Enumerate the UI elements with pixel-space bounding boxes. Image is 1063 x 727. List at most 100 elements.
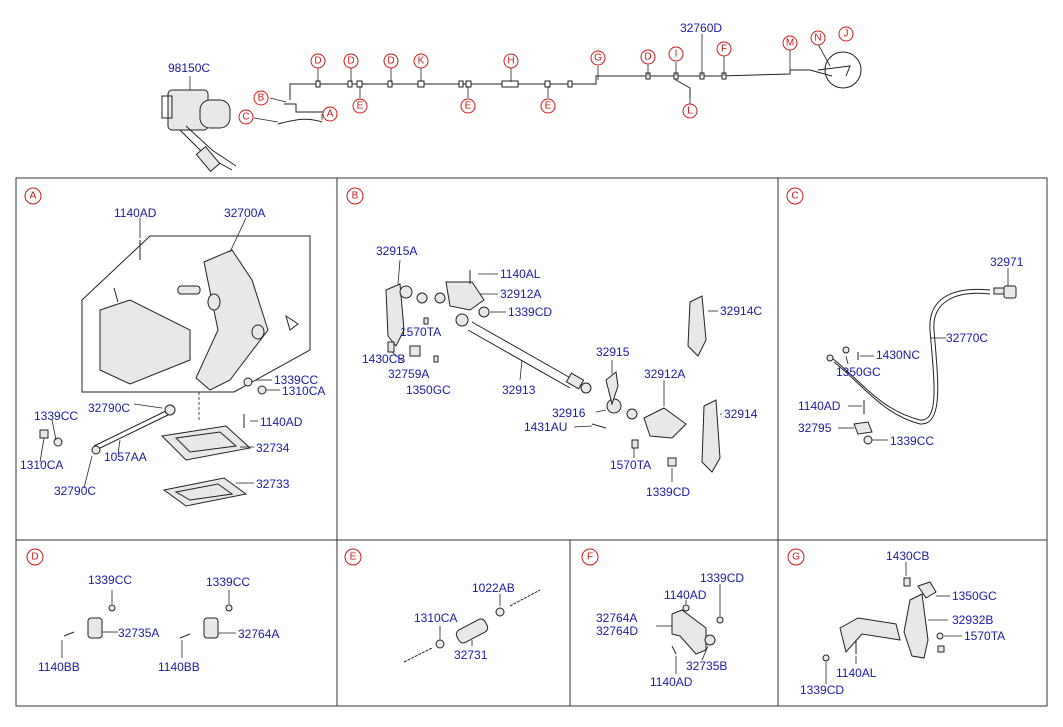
- label-32915a: 32915A: [376, 244, 417, 258]
- label-32700a: 32700A: [224, 206, 265, 220]
- label-98150c: 98150C: [168, 61, 210, 75]
- svg-text:A: A: [30, 191, 37, 202]
- label-32731: 32731: [454, 648, 488, 662]
- svg-text:D: D: [347, 56, 354, 67]
- label-1140ad-a1: 1140AD: [114, 206, 157, 220]
- callout-m: M: [782, 35, 798, 51]
- top-callouts: D D D K H G D I F M N J E E E L B C A: [238, 26, 854, 125]
- callout-c: C: [238, 109, 254, 125]
- label-1310ca-a1: 1310CA: [282, 384, 325, 398]
- panel-g-callout: G: [787, 548, 805, 566]
- label-1430cb-g: 1430CB: [886, 549, 929, 563]
- label-32912a-b1: 32912A: [500, 287, 541, 301]
- label-1140al-b: 1140AL: [500, 267, 541, 281]
- svg-text:D: D: [387, 56, 394, 67]
- callout-d-3: D: [383, 53, 399, 69]
- label-1339cd-b2: 1339CD: [646, 485, 690, 499]
- label-32790c-a2: 32790C: [54, 484, 96, 498]
- label-32790c-a1: 32790C: [88, 401, 130, 415]
- label-1339cd-g: 1339CD: [800, 683, 844, 697]
- svg-text:D: D: [644, 52, 651, 63]
- label-1350gc-g: 1350GC: [952, 589, 997, 603]
- label-1140ad-f2: 1140AD: [650, 675, 693, 689]
- cable-routing: [289, 69, 833, 100]
- svg-text:E: E: [465, 101, 472, 112]
- panel-d-callout: D: [26, 548, 44, 566]
- callout-k: K: [413, 53, 429, 69]
- svg-text:E: E: [545, 101, 552, 112]
- label-1057aa: 1057AA: [104, 450, 147, 464]
- label-1339cc-c: 1339CC: [890, 434, 934, 448]
- label-1339cc-a1: 1339CC: [274, 373, 318, 387]
- label-1022ab: 1022AB: [472, 581, 515, 595]
- svg-text:K: K: [418, 56, 425, 67]
- label-32735b: 32735B: [686, 659, 727, 673]
- label-32759a: 32759A: [388, 367, 429, 381]
- label-32734: 32734: [256, 441, 290, 455]
- motor-98150c: 98150C: [161, 61, 237, 172]
- panel-e-callout: E: [344, 548, 362, 566]
- svg-text:D: D: [314, 56, 321, 67]
- label-32914: 32914: [724, 407, 758, 421]
- callout-e-3: E: [540, 98, 556, 114]
- panel-c-callout: C: [786, 187, 804, 205]
- label-32735a: 32735A: [118, 626, 159, 640]
- label-1140bb-2: 1140BB: [158, 660, 200, 674]
- svg-text:G: G: [792, 552, 800, 563]
- panel-b: B 32915A 1140: [346, 187, 762, 499]
- label-1339cd-b1: 1339CD: [508, 305, 552, 319]
- callout-f: F: [716, 41, 732, 57]
- svg-text:A: A: [327, 109, 334, 120]
- panel-b-callout: B: [346, 187, 364, 205]
- label-32764d: 32764D: [596, 624, 638, 638]
- label-1350gc-b: 1350GC: [406, 383, 451, 397]
- panel-f: F 1339CD 1140AD 32764A 32764D 32735B 114…: [581, 548, 744, 689]
- callout-d-2: D: [343, 53, 359, 69]
- callout-l: L: [682, 103, 698, 119]
- label-32733: 32733: [256, 477, 290, 491]
- svg-text:L: L: [687, 106, 693, 117]
- label-1570ta-b1: 1570TA: [400, 325, 441, 339]
- panel-a-callout: A: [24, 187, 42, 205]
- svg-text:C: C: [791, 191, 798, 202]
- panel-f-callout: F: [581, 548, 599, 566]
- callout-e-1: E: [352, 98, 368, 114]
- label-1310ca-e: 1310CA: [414, 611, 457, 625]
- label-1430nc: 1430NC: [876, 348, 920, 362]
- label-1140ad-f1: 1140AD: [664, 588, 707, 602]
- label-32914c: 32914C: [720, 304, 762, 318]
- label-32916: 32916: [552, 406, 586, 420]
- label-1140ad-c: 1140AD: [798, 399, 841, 413]
- label-32764a-f: 32764A: [596, 611, 637, 625]
- panel-g: G 1430CB 1350GC 32932B 1570TA 1140AL 133…: [787, 548, 1005, 697]
- label-1339cc-a2: 1339CC: [34, 409, 78, 423]
- svg-text:I: I: [675, 49, 678, 60]
- callout-e-2: E: [460, 98, 476, 114]
- label-32912a-b2: 32912A: [644, 367, 685, 381]
- callout-n: N: [810, 30, 826, 46]
- svg-text:J: J: [844, 29, 849, 40]
- label-1310ca-a2: 1310CA: [20, 458, 63, 472]
- panel-frames: [15, 177, 1048, 707]
- label-32795: 32795: [798, 421, 832, 435]
- svg-text:F: F: [587, 552, 593, 563]
- label-1339cc-d2: 1339CC: [206, 575, 250, 589]
- label-1339cc-d1: 1339CC: [88, 573, 132, 587]
- svg-text:D: D: [31, 552, 38, 563]
- label-1339cd-f: 1339CD: [700, 571, 744, 585]
- svg-text:C: C: [242, 112, 249, 123]
- svg-text:G: G: [594, 53, 602, 64]
- callout-d-4: D: [640, 49, 656, 65]
- callout-d-1: D: [310, 53, 326, 69]
- callout-a: A: [322, 106, 338, 122]
- label-32932b: 32932B: [952, 613, 993, 627]
- callout-h: H: [503, 53, 519, 69]
- label-1570ta-g: 1570TA: [964, 629, 1005, 643]
- svg-text:M: M: [786, 38, 794, 49]
- panel-c: C 32971 32770C 1430NC 1350GC 1140AD 3279…: [786, 187, 1024, 448]
- svg-text:E: E: [357, 101, 364, 112]
- label-1431au: 1431AU: [524, 420, 567, 434]
- callout-j: J: [838, 26, 854, 42]
